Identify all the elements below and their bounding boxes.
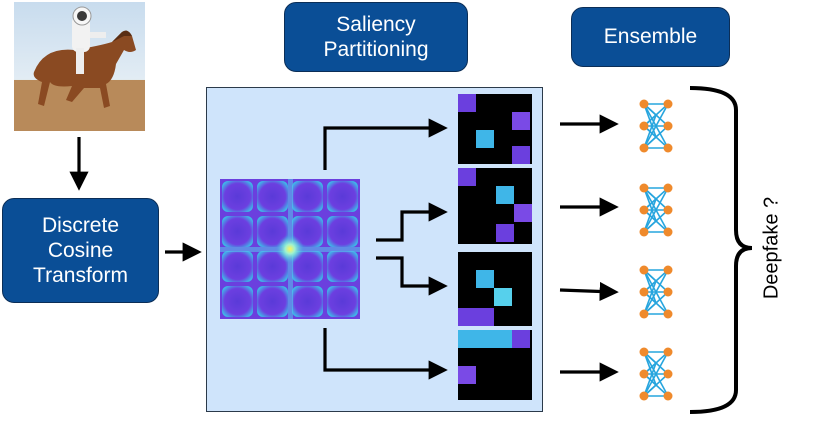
- ensemble-label: Ensemble: [571, 7, 730, 67]
- arrow-right-icon: [323, 328, 448, 380]
- neural-network-icon: [636, 344, 676, 404]
- arrow-right-icon: [376, 256, 448, 296]
- partition-2: [458, 168, 532, 244]
- saliency-partitioning-label: Saliency Partitioning: [284, 2, 468, 72]
- arrow-right-icon: [559, 281, 619, 302]
- neural-network-icon: [636, 96, 676, 156]
- astronaut-horse-picture: [14, 6, 145, 131]
- dct-box: Discrete Cosine Transform: [2, 198, 159, 303]
- saliency-line-1: Saliency: [336, 12, 416, 36]
- arrow-right-icon: [323, 118, 448, 170]
- deepfake-output-label: Deepfake ?: [760, 196, 783, 300]
- dct-line-3: Transform: [33, 264, 128, 288]
- partition-1: [458, 94, 532, 164]
- neural-network-icon: [636, 180, 676, 240]
- dct-spectrum-image: [220, 179, 360, 319]
- ensemble-text: Ensemble: [603, 25, 698, 49]
- neural-network-icon: [636, 262, 676, 322]
- saliency-line-2: Partitioning: [323, 38, 429, 61]
- arrow-right-icon: [376, 202, 448, 242]
- dct-line-2: Cosine: [47, 238, 114, 262]
- partition-4: [458, 330, 532, 400]
- partition-3: [458, 252, 532, 326]
- right-brace-icon: [689, 86, 753, 414]
- input-image: [14, 2, 145, 131]
- dct-line-1: Discrete: [41, 213, 120, 237]
